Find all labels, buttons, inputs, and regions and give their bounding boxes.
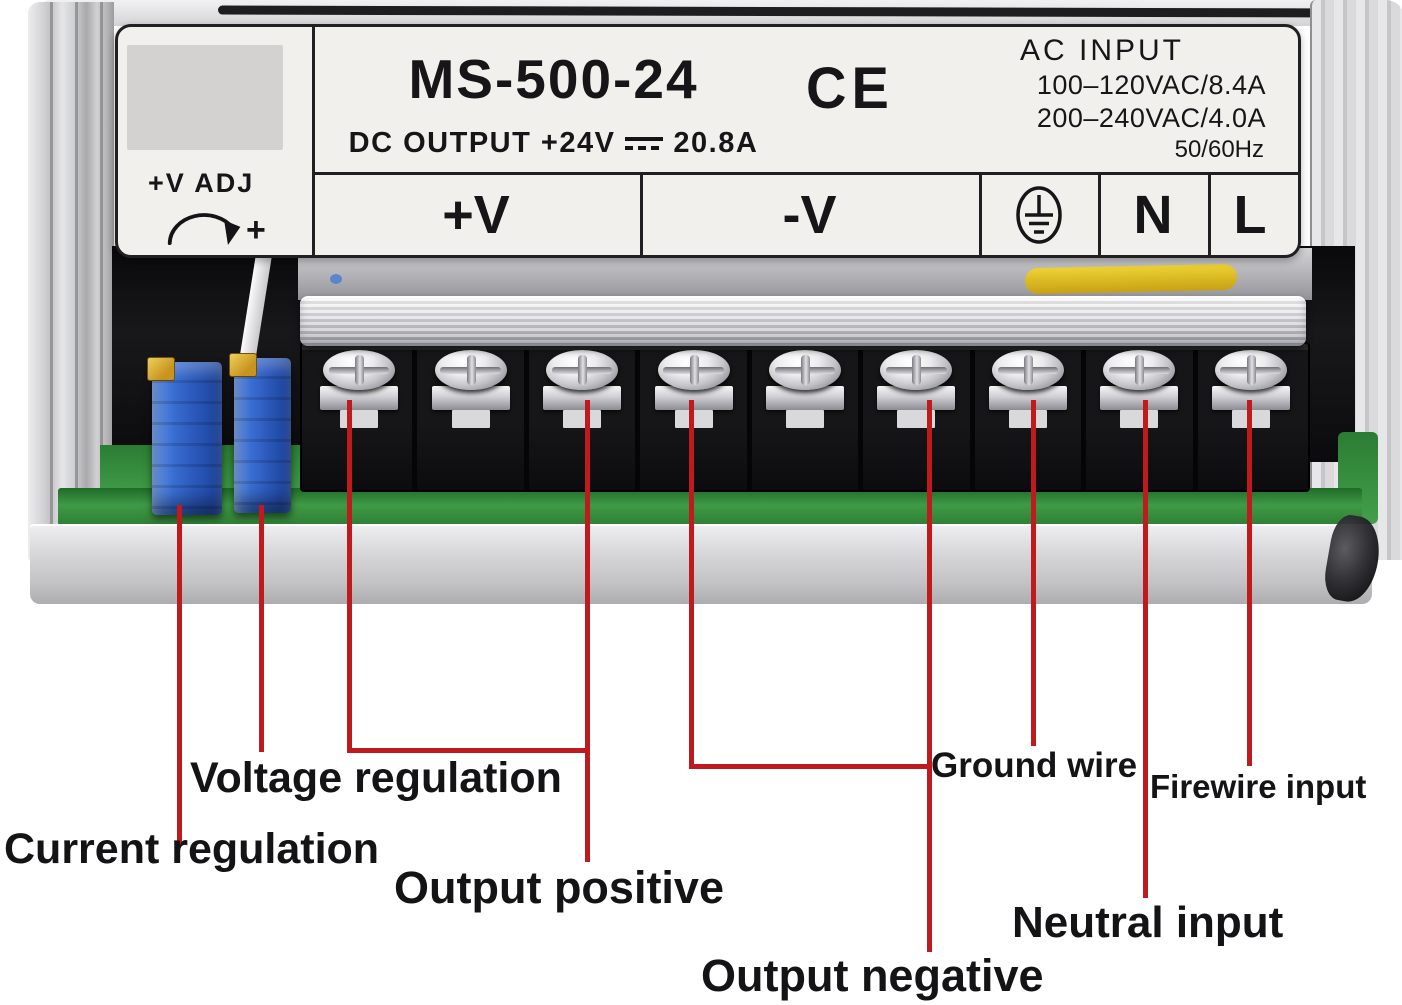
- screw-tab: [785, 410, 824, 428]
- screw-icon: [434, 350, 507, 390]
- screw-icon: [1103, 350, 1176, 390]
- terminal-screw-live: [1192, 350, 1304, 490]
- screw-tab: [1008, 410, 1047, 428]
- screw-clamp: [988, 386, 1067, 410]
- screw-clamp: [543, 386, 622, 410]
- blank-qc-sticker: [127, 45, 283, 150]
- label-divider: [1208, 175, 1211, 255]
- terminal-screw-ground: [969, 350, 1081, 490]
- label-divider: [979, 175, 982, 255]
- terminal-acrylic-cover: [300, 296, 1306, 346]
- screw-clamp: [877, 386, 956, 410]
- annotation-current-regulation: Current regulation: [4, 825, 380, 873]
- terminal-label-ground: [979, 175, 1098, 255]
- screw-tab: [897, 410, 936, 428]
- annotation-voltage-regulation: Voltage regulation: [190, 754, 562, 802]
- annotation-ground-wire: Ground wire: [931, 746, 1138, 785]
- annotation-output-negative: Output negative: [701, 950, 1044, 1001]
- annotation-line-neutral-input: [1143, 400, 1148, 898]
- annotation-line-ground-wire: [1031, 400, 1036, 746]
- screw-icon: [1214, 350, 1287, 390]
- annotation-line-firewire-input: [1247, 400, 1252, 766]
- label-divider: [312, 27, 315, 255]
- screw-icon: [657, 350, 730, 390]
- screw-tab: [340, 410, 379, 428]
- case-base-flange: [30, 524, 1372, 604]
- annotation-line-voltage-regulation: [259, 505, 264, 752]
- case-left-panel: [28, 2, 114, 562]
- ac-input-range-1: 100–120VAC/8.4A: [1036, 70, 1266, 100]
- annotation-line-output-positive-bridge: [347, 748, 590, 753]
- annotation-line-output-negative-right: [927, 400, 932, 952]
- terminal-label-v-plus: +V: [442, 185, 510, 245]
- terminal-screw-v-plus-2: [412, 350, 523, 490]
- terminal-label-v-minus: -V: [782, 185, 837, 245]
- screw-icon: [768, 350, 841, 390]
- label-divider: [640, 175, 643, 255]
- annotation-line-output-positive-left: [347, 400, 352, 752]
- screw-tab: [451, 410, 490, 428]
- adjust-arrow-icon: [167, 213, 241, 246]
- terminal-screw-v-minus-2: [746, 350, 858, 490]
- annotation-line-output-negative-left: [689, 400, 694, 768]
- yellow-wire: [1024, 263, 1238, 295]
- annotation-line-output-negative-bridge: [689, 764, 932, 769]
- current-adjust-potentiometer: [147, 357, 222, 515]
- label-divider: [312, 172, 1298, 175]
- screw-tab: [1120, 410, 1159, 428]
- screw-icon: [546, 350, 619, 390]
- dc-output-spec: DC OUTPUT +24V 20.8A: [312, 123, 795, 163]
- terminal-label-neutral: N: [1133, 185, 1173, 245]
- ce-mark: CE: [806, 54, 894, 121]
- dc-symbol-icon: [625, 136, 664, 150]
- ac-input-range-2: 200–240VAC/4.0A: [1036, 103, 1266, 133]
- terminal-screw-v-plus-3: [523, 350, 635, 490]
- terminal-screw-v-plus-1: [306, 350, 412, 490]
- annotation-line-output-positive-right: [585, 400, 590, 862]
- screw-clamp: [431, 386, 510, 410]
- voltage-adjust-potentiometer: [229, 353, 291, 513]
- ac-input-frequency: 50/60Hz: [1174, 136, 1264, 163]
- dc-output-label: DC OUTPUT +24V: [348, 126, 616, 159]
- ac-input-title: AC INPUT: [1019, 34, 1184, 67]
- ac-input-spec: AC INPUT 100–120VAC/8.4A 200–240VAC/4.0A…: [1020, 33, 1266, 165]
- terminal-block: [300, 342, 1310, 492]
- terminal-label-live: L: [1233, 185, 1267, 245]
- spec-label: +V ADJ + MS-500-24 DC OUTPUT +24V 20.8A …: [115, 24, 1301, 258]
- annotation-neutral-input: Neutral input: [1012, 898, 1284, 947]
- terminal-screw-v-minus-3: [858, 350, 969, 490]
- annotation-output-positive: Output positive: [394, 862, 724, 913]
- dc-output-current: 20.8A: [673, 126, 759, 159]
- component-dot: [330, 274, 342, 284]
- label-divider: [1098, 175, 1101, 255]
- ground-symbol-icon: [1015, 186, 1062, 244]
- screw-icon: [991, 350, 1064, 390]
- screw-clamp: [765, 386, 844, 410]
- screw-clamp: [1100, 386, 1179, 410]
- potentiometer-screw-icon: [147, 357, 175, 381]
- annotation-line-current-regulation: [177, 505, 182, 845]
- model-number: MS-500-24: [408, 48, 699, 110]
- screw-icon: [880, 350, 953, 390]
- voltage-adjust-label: +V ADJ: [148, 168, 255, 198]
- potentiometer-screw-icon: [229, 353, 257, 377]
- screw-tab: [563, 410, 602, 428]
- annotation-firewire-input: Firewire input: [1150, 768, 1367, 805]
- terminal-screw-neutral: [1081, 350, 1192, 490]
- screw-clamp: [320, 386, 399, 410]
- adjust-plus-sign: +: [246, 211, 266, 249]
- screw-icon: [323, 350, 396, 390]
